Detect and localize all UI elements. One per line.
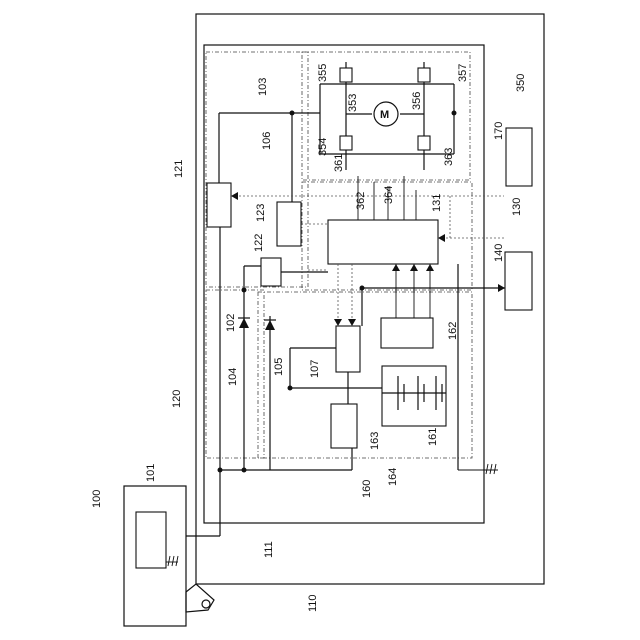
label-356: 356 xyxy=(411,92,423,110)
label-101: 101 xyxy=(145,464,157,482)
label-162: 162 xyxy=(447,322,459,340)
label-164: 164 xyxy=(387,468,399,486)
label-110: 110 xyxy=(307,594,319,612)
label-170: 170 xyxy=(493,122,505,140)
block-122 xyxy=(261,258,281,286)
label-163: 163 xyxy=(369,432,381,450)
label-103: 103 xyxy=(257,78,269,96)
label-140: 140 xyxy=(493,244,505,262)
controller-131 xyxy=(328,220,438,264)
label-130: 130 xyxy=(511,198,523,216)
diode-icon-104 xyxy=(238,318,250,328)
label-361: 361 xyxy=(333,154,345,172)
label-354: 354 xyxy=(317,138,329,156)
block-121 xyxy=(207,183,231,227)
label-353: 353 xyxy=(347,94,359,112)
label-104: 104 xyxy=(227,368,239,386)
block-162 xyxy=(381,318,433,348)
label-357: 357 xyxy=(457,64,469,82)
label-100: 100 xyxy=(91,490,103,508)
frame-111 xyxy=(204,45,484,523)
block-107 xyxy=(336,326,360,372)
label-102: 102 xyxy=(225,314,237,332)
label-363: 363 xyxy=(443,148,455,166)
label-160: 160 xyxy=(361,480,373,498)
label-364: 364 xyxy=(383,186,395,204)
label-362: 362 xyxy=(355,192,367,210)
motor-353: M xyxy=(374,102,398,126)
label-355: 355 xyxy=(317,64,329,82)
label-120: 120 xyxy=(171,390,183,408)
ground-icon-right xyxy=(458,464,498,474)
label-107: 107 xyxy=(309,360,321,378)
block-140 xyxy=(505,252,532,310)
label-105: 105 xyxy=(273,358,285,376)
block-170 xyxy=(506,128,532,186)
label-121: 121 xyxy=(173,160,185,178)
label-131: 131 xyxy=(431,194,443,212)
motor-symbol: M xyxy=(380,109,389,121)
label-106: 106 xyxy=(261,132,273,150)
label-111: 111 xyxy=(263,541,275,558)
block-123 xyxy=(277,202,301,246)
connector-icon xyxy=(186,584,214,612)
diode-icon-105 xyxy=(264,320,276,330)
ground-icon-charger xyxy=(166,556,178,566)
label-123: 123 xyxy=(255,204,267,222)
block-163 xyxy=(331,404,357,448)
label-122: 122 xyxy=(253,234,265,252)
label-350: 350 xyxy=(515,74,527,92)
charger-block-101 xyxy=(136,512,166,568)
label-161: 161 xyxy=(427,428,439,446)
